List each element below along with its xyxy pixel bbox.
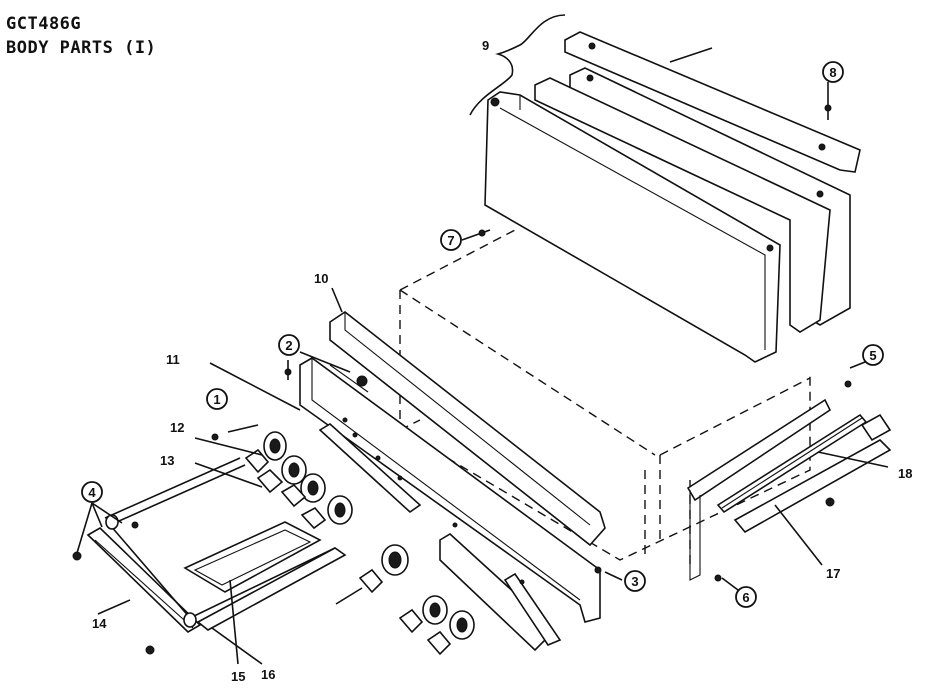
front-trim-10 [329, 287, 606, 547]
svg-text:6: 6 [742, 590, 749, 605]
svg-text:5: 5 [869, 348, 876, 363]
svg-text:4: 4 [88, 485, 96, 500]
label-16: 16 [261, 667, 275, 682]
bottom-rod [104, 457, 336, 628]
drip-tray-15 [183, 521, 322, 665]
label-18: 18 [898, 466, 912, 481]
label-13: 13 [160, 453, 174, 468]
label-12: 12 [170, 420, 184, 435]
callout-4: 4 [81, 481, 103, 503]
callout-6: 6 [735, 586, 757, 608]
callout-7: 7 [440, 229, 462, 251]
knob-group-right [335, 544, 475, 656]
knob-group-left [194, 431, 353, 530]
label-10: 10 [314, 271, 328, 286]
callout-8: 8 [822, 61, 844, 83]
callout-5: 5 [862, 344, 884, 366]
svg-text:7: 7 [447, 233, 454, 248]
label-15: 15 [231, 669, 245, 684]
side-rail-18 [716, 413, 892, 514]
screws [72, 82, 871, 655]
svg-text:8: 8 [829, 65, 836, 80]
callout-1: 1 [206, 388, 228, 410]
label-9: 9 [482, 38, 489, 53]
svg-text:1: 1 [213, 392, 220, 407]
svg-text:2: 2 [285, 338, 292, 353]
label-14: 14 [92, 616, 107, 631]
label-11: 11 [166, 352, 180, 367]
callout-3: 3 [624, 570, 646, 592]
control-panel-11 [209, 357, 601, 652]
side-bracket [686, 398, 832, 581]
model-number: GCT486G [6, 14, 82, 34]
callout-2: 2 [278, 334, 300, 356]
side-rail-17 [733, 439, 892, 566]
toe-kick-14 [86, 527, 202, 633]
section-title: BODY PARTS (I) [6, 38, 157, 58]
label-17: 17 [826, 566, 840, 581]
back-panel-group-9 [469, 14, 861, 363]
svg-text:3: 3 [631, 574, 638, 589]
